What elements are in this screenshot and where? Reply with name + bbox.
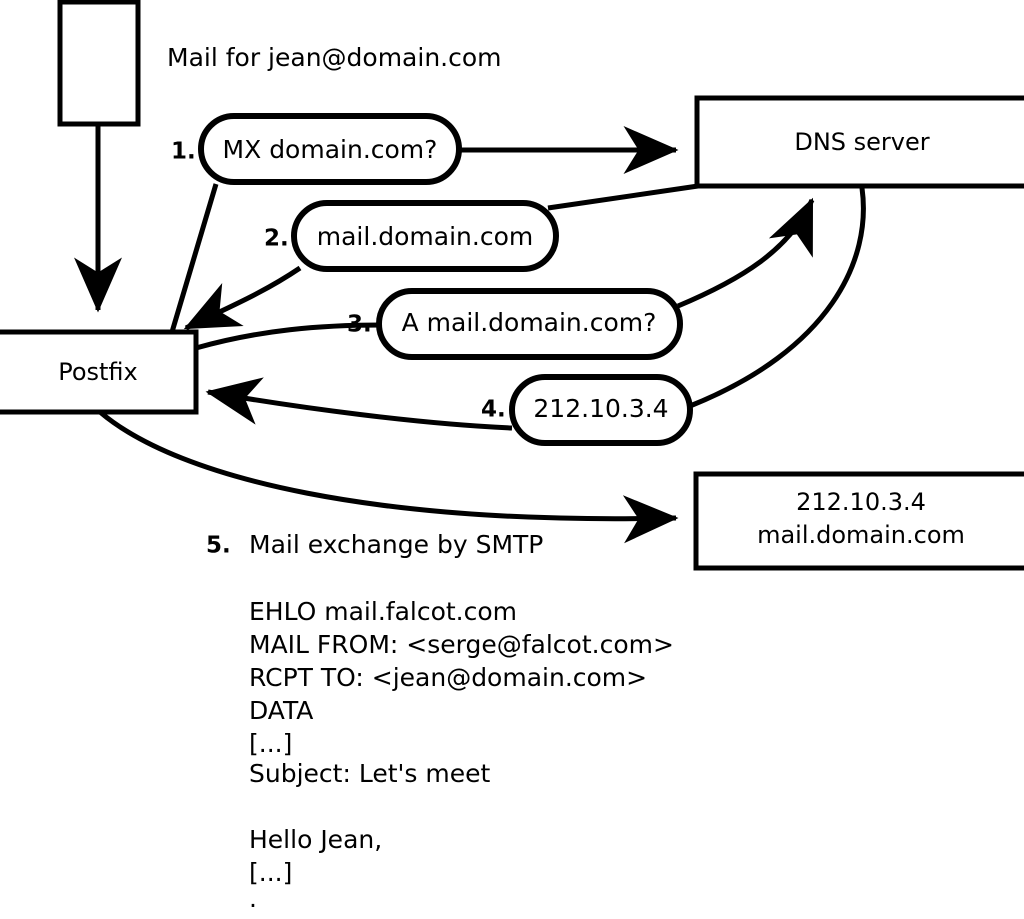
connector-postfix-to-mailserver (98, 410, 679, 544)
step-2-number: 2. (264, 226, 289, 252)
connector-dns-to-step2 (547, 183, 699, 211)
step-3-bubble: 3. A mail.domain.com? (347, 288, 683, 360)
dns-server-label: DNS server (794, 128, 929, 156)
transcript-line-3: RCPT TO: <jean@domain.com> (249, 663, 647, 692)
connector-step4-to-postfix (205, 377, 513, 431)
source-box (57, 0, 141, 127)
smtp-transcript: EHLO mail.falcot.com MAIL FROM: <serge@f… (249, 597, 674, 913)
transcript-line-2: MAIL FROM: <serge@falcot.com> (249, 630, 674, 659)
step-1-bubble: 1. MX domain.com? (171, 113, 462, 185)
step-5-number: 5. (206, 533, 231, 559)
dns-server-node: DNS server (694, 95, 1024, 189)
mail-server-ip: 212.10.3.4 (796, 488, 926, 516)
step-3-number: 3. (347, 312, 372, 338)
step-2-label: mail.domain.com (317, 222, 533, 251)
postfix-node: Postfix (0, 329, 199, 415)
connector-step1-tail (169, 183, 219, 333)
postfix-label: Postfix (58, 358, 138, 386)
transcript-line-5: [...] (249, 729, 292, 758)
step-4-number: 4. (481, 397, 506, 423)
connector-step2-to-postfix (183, 265, 302, 331)
step-2-bubble: 2. mail.domain.com (264, 200, 559, 272)
mail-for-title: Mail for jean@domain.com (167, 43, 502, 72)
transcript-line-8: Hello Jean, (249, 825, 382, 854)
step-5-caption: 5. Mail exchange by SMTP (206, 530, 543, 559)
connector-postfix-to-step3 (195, 322, 383, 351)
transcript-line-4: DATA (249, 696, 313, 725)
step-3-label: A mail.domain.com? (402, 308, 657, 337)
step-1-label: MX domain.com? (223, 135, 438, 164)
step-5-label: Mail exchange by SMTP (249, 530, 543, 559)
transcript-line-10: . (249, 884, 257, 913)
transcript-line-9: [...] (249, 858, 292, 887)
step-4-bubble: 4. 212.10.3.4 (481, 374, 693, 446)
mail-server-hostname: mail.domain.com (757, 521, 965, 549)
transcript-line-6: Subject: Let's meet (249, 759, 490, 788)
connector-dns-to-step4 (689, 187, 866, 409)
step-4-label: 212.10.3.4 (533, 394, 668, 423)
transcript-line-1: EHLO mail.falcot.com (249, 597, 517, 626)
step-1-number: 1. (171, 139, 196, 165)
mail-server-node: 212.10.3.4 mail.domain.com (693, 471, 1024, 571)
connector-step3-to-dns (677, 197, 815, 309)
